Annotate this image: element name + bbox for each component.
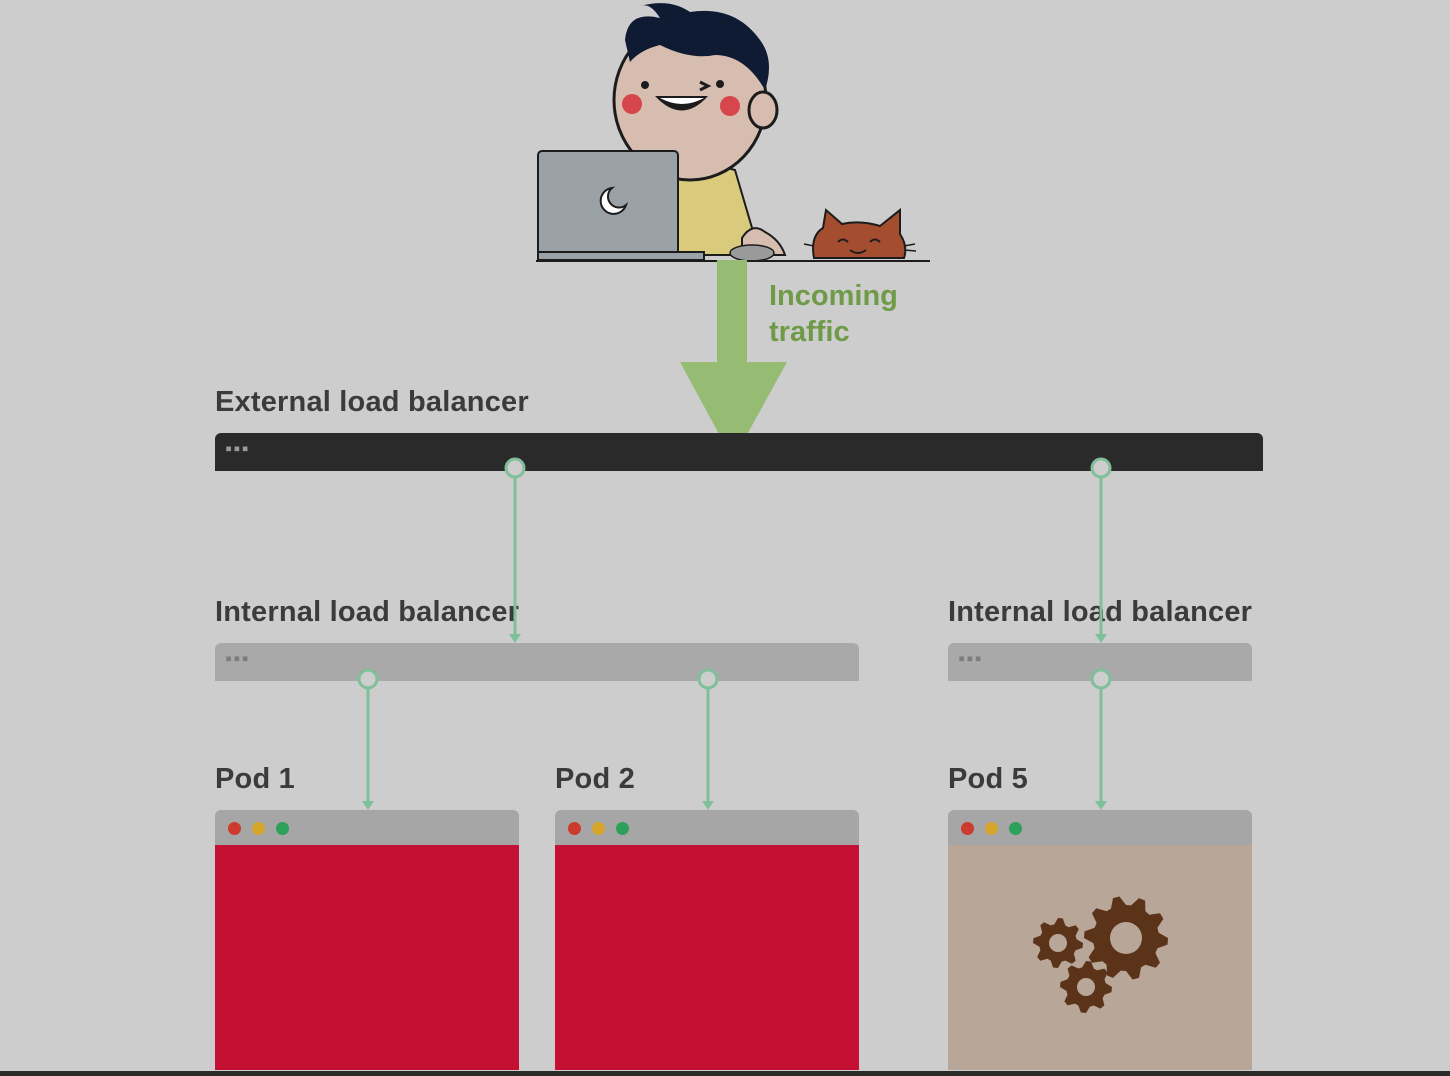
close-dot-icon [961, 822, 974, 835]
laptop-icon [537, 150, 705, 261]
bottom-edge [0, 1071, 1450, 1076]
connector-internal-1-to-pod-2 [697, 668, 719, 810]
maximize-dot-icon [1009, 822, 1022, 835]
pod-window-5 [948, 810, 1252, 1070]
pod-label-1: Pod 1 [215, 763, 295, 795]
close-dot-icon [228, 822, 241, 835]
pod-label-5: Pod 5 [948, 763, 1028, 795]
cat-icon [803, 207, 917, 259]
pod-window-2 [555, 810, 859, 1070]
developer-illustration [536, 3, 930, 262]
minimize-dot-icon [985, 822, 998, 835]
internal-lb-label-1: Internal load balancer [215, 596, 520, 628]
internal-lb-label-2: Internal load balancer [948, 596, 1253, 628]
internal-lb-dots-1: ▪▪▪ [225, 651, 250, 665]
pod-titlebar [948, 810, 1252, 845]
maximize-dot-icon [276, 822, 289, 835]
pod-body [555, 845, 859, 1070]
external-lb-dots: ▪▪▪ [225, 441, 250, 455]
incoming-traffic-label: Incoming traffic [769, 278, 898, 350]
pod-body [948, 845, 1252, 1070]
minimize-dot-icon [592, 822, 605, 835]
incoming-traffic-line-2: traffic [769, 316, 850, 348]
pod-window-1 [215, 810, 519, 1070]
pod-body [215, 845, 519, 1070]
pod-label-2: Pod 2 [555, 763, 635, 795]
internal-lb-dots-2: ▪▪▪ [958, 651, 983, 665]
bottom-gear-icon [1060, 961, 1112, 1013]
maximize-dot-icon [616, 822, 629, 835]
internal-lb-bar-2: ▪▪▪ [948, 643, 1252, 681]
pod-titlebar [555, 810, 859, 845]
external-lb-bar: ▪▪▪ [215, 433, 1263, 471]
incoming-traffic-line-1: Incoming [769, 280, 898, 312]
connector-internal-2-to-pod-5 [1090, 668, 1112, 810]
connector-internal-1-to-pod-1 [357, 668, 379, 810]
pod-titlebar [215, 810, 519, 845]
gears-icon [1033, 896, 1168, 1013]
close-dot-icon [568, 822, 581, 835]
internal-lb-bar-1: ▪▪▪ [215, 643, 859, 681]
large-gear-icon [1084, 896, 1168, 980]
incoming-traffic-arrow [680, 260, 787, 460]
minimize-dot-icon [252, 822, 265, 835]
external-lb-label: External load balancer [215, 386, 529, 418]
small-gear-icon [1033, 918, 1083, 968]
